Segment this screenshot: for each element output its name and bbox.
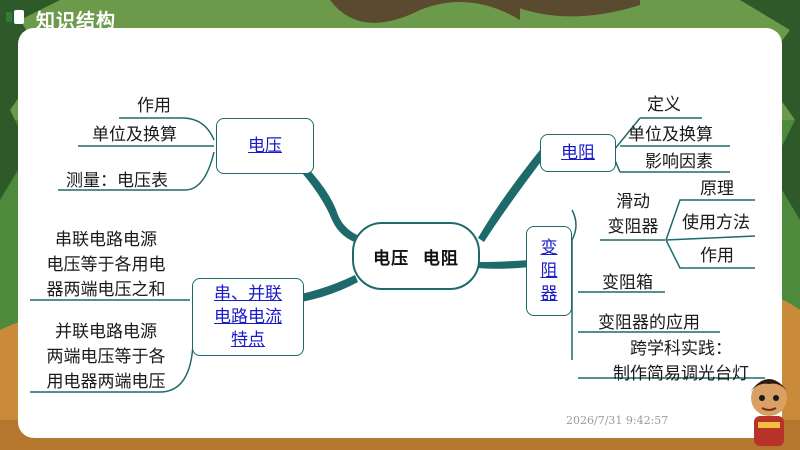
center-node: 电压 电阻	[352, 222, 480, 290]
voltage-link[interactable]: 电压	[248, 135, 282, 156]
series-note-line1: 串联电路电源	[55, 230, 157, 250]
series-parallel-link-line2[interactable]: 电路电流	[214, 306, 282, 327]
parallel-circuit-note: 并联电路电源 两端电压等于各 用电器两端电压	[30, 320, 182, 395]
sliding-item-function: 作用	[700, 246, 734, 266]
rheostat-link-char2[interactable]: 阻	[540, 260, 558, 281]
resistance-item-definition: 定义	[647, 95, 681, 115]
interdisciplinary-practice: 跨学科实践： 制作简易调光台灯	[596, 337, 766, 387]
parallel-note-line2: 两端电压等于各	[46, 347, 166, 367]
sliding-rheostat-line1: 滑动	[616, 192, 650, 212]
rheostat-application-item: 变阻器的应用	[598, 313, 700, 333]
practice-line1: 跨学科实践：	[630, 339, 732, 359]
header-emblem-icon	[6, 10, 24, 24]
rheostat-node[interactable]: 变 阻 器	[526, 226, 572, 316]
rheostat-link-char1[interactable]: 变	[540, 237, 558, 258]
resistance-box-item: 变阻箱	[602, 273, 653, 293]
voltage-node[interactable]: 电压	[216, 118, 314, 174]
voltage-item-units: 单位及换算	[92, 125, 177, 145]
resistance-item-units: 单位及换算	[628, 125, 713, 145]
parallel-note-line1: 并联电路电源	[55, 322, 157, 342]
voltage-item-function: 作用	[137, 96, 171, 116]
series-parallel-link-line1[interactable]: 串、并联	[214, 283, 282, 304]
resistance-item-factors: 影响因素	[645, 152, 713, 172]
mascot-character-icon	[750, 379, 788, 446]
parallel-note-line3: 用电器两端电压	[46, 372, 166, 392]
series-circuit-note: 串联电路电源 电压等于各用电 器两端电压之和	[30, 228, 182, 303]
sliding-item-usage: 使用方法	[682, 213, 750, 233]
timestamp: 2026/7/31 9:42:57	[566, 414, 669, 427]
series-note-line3: 器两端电压之和	[46, 280, 166, 300]
resistance-link[interactable]: 电阻	[561, 142, 595, 163]
series-note-line2: 电压等于各用电	[46, 255, 166, 275]
sliding-rheostat-label: 滑动 变阻器	[596, 190, 670, 240]
section-title: 知识结构	[36, 10, 117, 32]
series-parallel-link-line3[interactable]: 特点	[231, 329, 265, 350]
center-topic: 电压 电阻	[373, 248, 459, 269]
sliding-item-principle: 原理	[700, 179, 734, 199]
voltage-item-measurement: 测量：电压表	[66, 171, 168, 191]
resistance-node[interactable]: 电阻	[540, 134, 616, 172]
practice-line2: 制作简易调光台灯	[613, 364, 749, 384]
series-parallel-node[interactable]: 串、并联 电路电流 特点	[192, 278, 304, 356]
rheostat-link-char3[interactable]: 器	[540, 283, 558, 304]
sliding-rheostat-line2: 变阻器	[607, 217, 659, 237]
